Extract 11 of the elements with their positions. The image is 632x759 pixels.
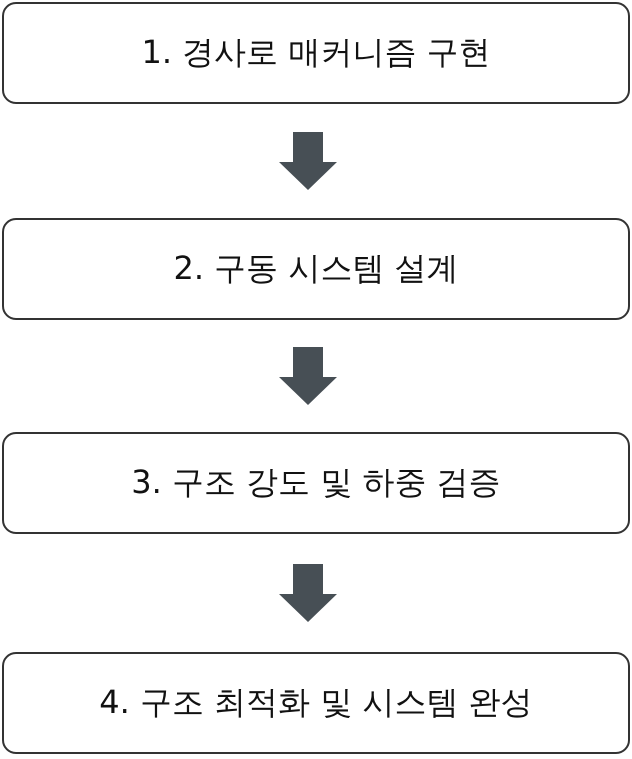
step-label: 2. 구동 시스템 설계 — [173, 248, 459, 289]
step-box — [2, 218, 630, 320]
step-box — [2, 432, 630, 534]
step-label: 4. 구조 최적화 및 시스템 완성 — [99, 682, 533, 723]
step-label: 3. 구조 강도 및 하중 검증 — [131, 462, 501, 503]
block-arrow — [279, 132, 337, 190]
block-arrow — [279, 564, 337, 622]
step-label: 1. 경사로 매커니즘 구현 — [141, 32, 491, 73]
step-box — [2, 2, 630, 104]
block-arrow — [279, 347, 337, 405]
step-box — [2, 652, 630, 754]
